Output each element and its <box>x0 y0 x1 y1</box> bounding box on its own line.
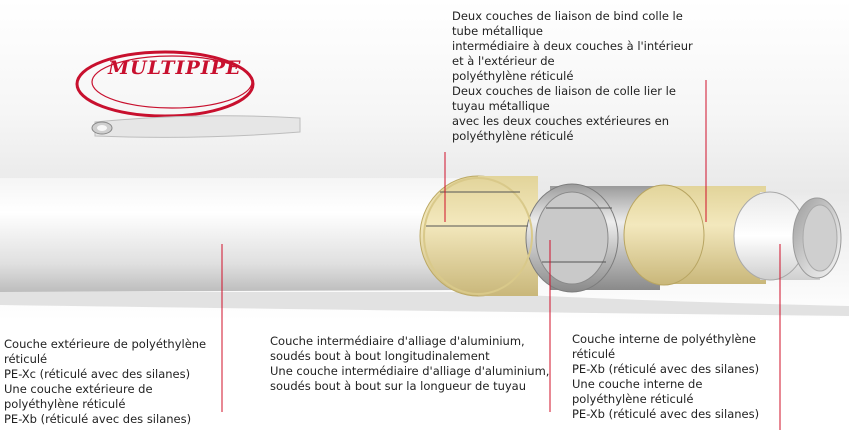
outer-pe-layer <box>0 178 460 292</box>
annotation-line: intermédiaire à deux couches à l'intérie… <box>452 39 693 53</box>
inner-adhesive-ring <box>623 184 705 286</box>
annotation-line: polyéthylène réticulé <box>4 397 126 411</box>
inner-layer-annotation: Couche interne de polyéthylène réticulé … <box>572 332 759 422</box>
annotation-line: PE-Xb (réticulé avec des silanes) <box>572 362 760 376</box>
annotation-line: Couche intermédiaire d'alliage d'alumini… <box>270 334 525 348</box>
annotation-line: Une couche intermédiaire d'alliage d'alu… <box>270 364 550 378</box>
annotation-line: soudés bout à bout sur la longueur de tu… <box>270 379 527 393</box>
annotation-line: Deux couches de liaison de colle lier le <box>452 84 676 98</box>
annotation-line: polyéthylène réticulé <box>452 129 574 143</box>
adhesive-layers-annotation: Deux couches de liaison de bind colle le… <box>452 9 693 144</box>
annotation-line: réticulé <box>572 347 616 361</box>
outer-pe-edge <box>423 177 533 295</box>
leader-lines <box>221 80 781 430</box>
annotation-line: soudés bout à bout longitudinalement <box>270 349 490 363</box>
annotation-line: Une couche interne de <box>572 377 703 391</box>
annotation-line: Couche interne de polyéthylène <box>572 332 756 346</box>
annotation-line: PE-Xc (réticulé avec des silanes) <box>4 367 191 381</box>
outer-layer-annotation: Couche extérieure de polyéthylène réticu… <box>4 337 206 427</box>
multipipe-logo-text: MULTIPIPE <box>108 57 242 79</box>
annotation-line: PE-Xb (réticulé avec des silanes) <box>572 407 760 421</box>
annotation-line: Couche extérieure de polyéthylène <box>4 337 207 351</box>
annotation-line: tube métallique <box>452 24 543 38</box>
annotation-line: polyéthylène réticulé <box>452 69 574 83</box>
annotation-line: avec les deux couches extérieures en <box>452 114 670 128</box>
annotation-line: réticulé <box>4 352 48 366</box>
annotation-line: Deux couches de liaison de bind colle le <box>452 9 683 23</box>
annotation-line: PE-Xb (réticulé avec des silanes) <box>4 412 192 426</box>
annotation-line: Une couche extérieure de <box>4 382 153 396</box>
annotation-line: et à l'extérieur de <box>452 54 555 68</box>
pipe-shadow <box>0 292 849 316</box>
annotation-line: polyéthylène réticulé <box>572 392 694 406</box>
annotation-line: tuyau métallique <box>452 99 550 113</box>
multipipe-logo <box>75 50 301 138</box>
aluminium-layer-annotation: Couche intermédiaire d'alliage d'alumini… <box>270 334 549 394</box>
